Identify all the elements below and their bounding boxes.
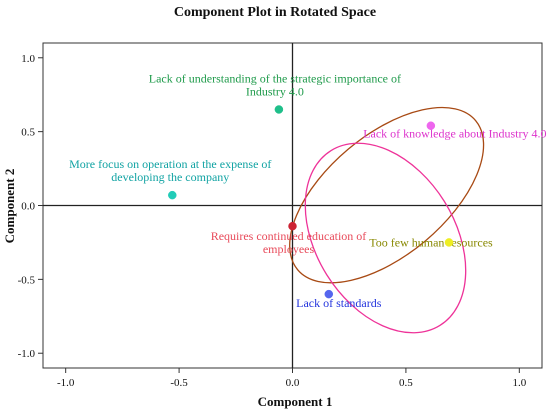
x-tick-label: -1.0	[57, 377, 75, 389]
data-point	[168, 190, 177, 200]
point-layer	[168, 105, 454, 299]
data-point	[324, 289, 334, 299]
point-label: developing the company	[111, 170, 229, 184]
y-tick-label: 1.0	[21, 53, 35, 65]
data-point	[444, 238, 454, 247]
point-label: Too few human resources	[369, 235, 493, 249]
x-axis-label: Component 1	[258, 394, 333, 409]
group-ellipse-2	[304, 142, 467, 334]
label-layer: Lack of understanding of the strategic i…	[69, 71, 546, 310]
ellipse-layer	[289, 106, 485, 334]
y-tick-label: 0.5	[21, 127, 35, 139]
point-label: employees	[263, 242, 315, 256]
point-label: Requires continued education of	[211, 229, 367, 243]
chart-title: Component Plot in Rotated Space	[174, 5, 376, 20]
group-ellipse-1	[289, 106, 485, 284]
y-axis-label: Component 2	[2, 169, 17, 244]
point-label: Industry 4.0	[246, 84, 304, 98]
x-tick-label: 1.0	[512, 377, 526, 389]
point-label: Lack of knowledge about Industry 4.0	[363, 127, 546, 141]
y-tick-label: 0.0	[21, 201, 35, 213]
y-tick-label: -0.5	[18, 274, 36, 286]
point-label: Lack of understanding of the strategic i…	[149, 71, 401, 85]
x-tick-label: 0.5	[399, 377, 413, 389]
tick-layer: -1.0 -0.5 0.0 0.5 1.0 1.0 0.5 0.0 -0.5 -1.0	[18, 53, 527, 389]
data-point	[288, 221, 297, 231]
point-label: More focus on operation at the expense o…	[69, 157, 271, 171]
x-tick-label: -0.5	[170, 377, 188, 389]
point-label: Lack of standards	[296, 296, 382, 310]
y-tick-label: -1.0	[18, 348, 36, 360]
x-tick-label: 0.0	[286, 377, 300, 389]
data-point	[274, 105, 284, 114]
data-point	[426, 121, 436, 130]
